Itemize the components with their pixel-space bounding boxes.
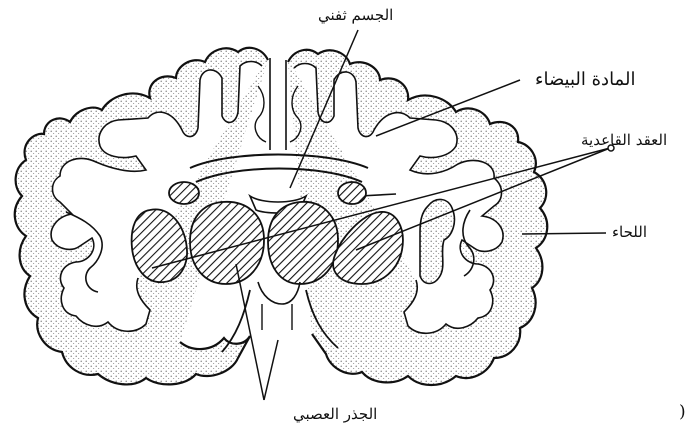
- label-basal-ganglia: العقد القاعدية: [581, 133, 667, 148]
- label-cortex: اللحاء: [612, 225, 647, 240]
- leader-brain-stem-2: [264, 340, 278, 400]
- leader-cortex: [522, 233, 606, 234]
- trailing-parenthesis: ): [679, 404, 686, 421]
- thalamus-left: [190, 202, 264, 284]
- thalamus-right: [268, 202, 338, 284]
- caudate-nucleus-left: [169, 182, 199, 204]
- label-brain-stem: الجذر العصبي: [293, 407, 377, 422]
- third-ventricle: [258, 282, 300, 304]
- longitudinal-fissure: [270, 58, 286, 150]
- label-corpus-callosum: الجسم ثفني: [318, 8, 393, 23]
- leader-brain-stem-1: [236, 264, 264, 400]
- label-white-matter: المادة البيضاء: [535, 71, 635, 89]
- caudate-nucleus-right: [338, 182, 366, 204]
